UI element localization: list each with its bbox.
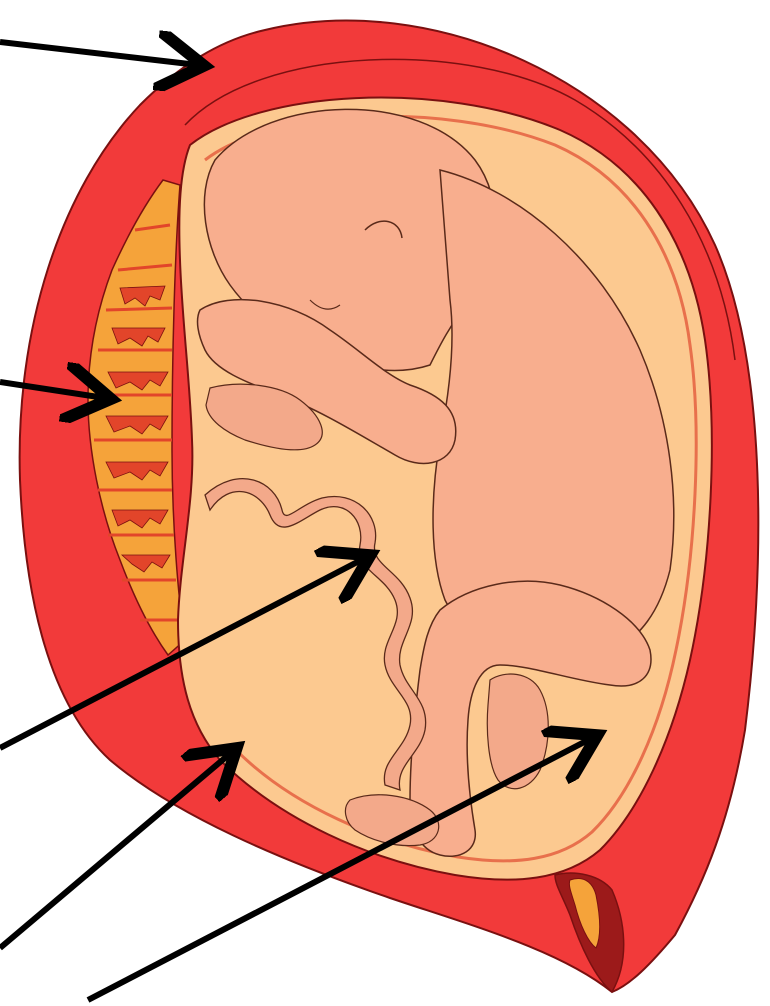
uterine-wall-arrow: [0, 42, 198, 65]
amnion-membrane-arrow: [0, 752, 232, 948]
